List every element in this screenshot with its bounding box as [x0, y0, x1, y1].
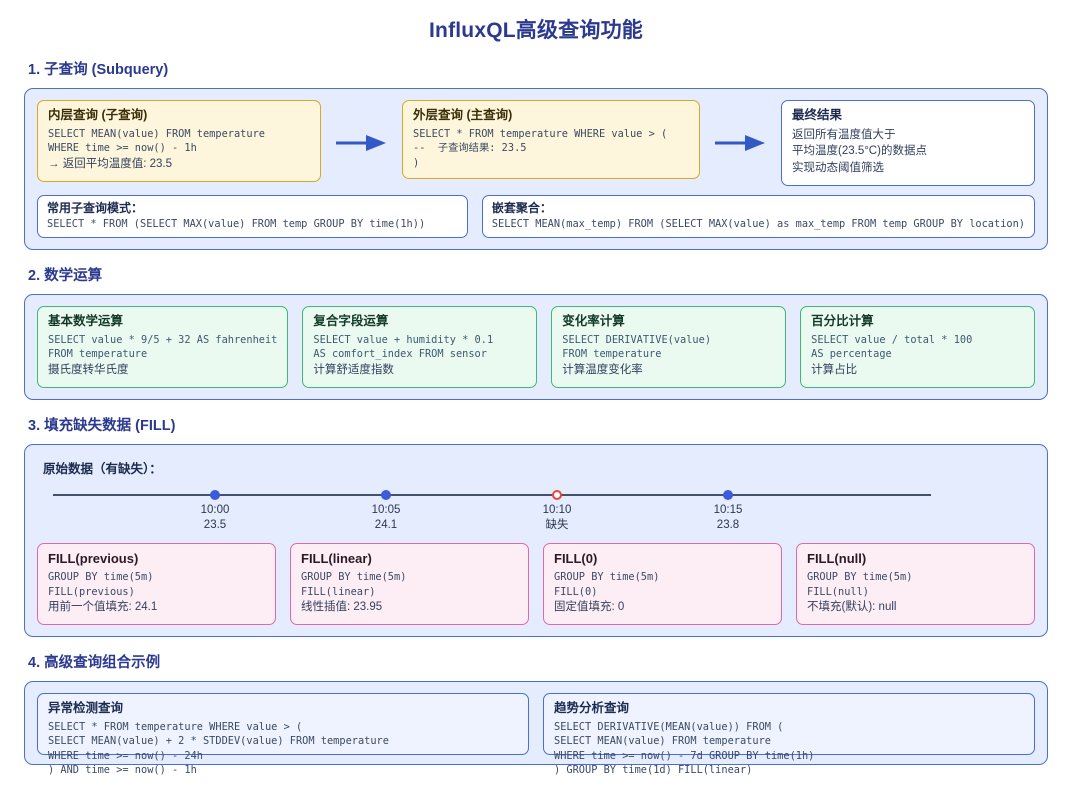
timeline-point-2[interactable]: 10:10 缺失 — [517, 483, 597, 534]
section-heading-fill: 3. 填充缺失数据 (FILL) — [28, 417, 176, 434]
fill-previous-code: GROUP BY time(5m) FILL(previous) — [48, 571, 154, 598]
fill-linear-title: FILL(linear) — [301, 550, 372, 566]
section-heading-math: 2. 数学运算 — [28, 268, 103, 285]
arrow-right-icon — [714, 134, 765, 151]
flow-arrow-2 — [700, 100, 781, 186]
fill-linear-code: GROUP BY time(5m) FILL(linear) — [301, 571, 407, 598]
fill-card-null[interactable]: FILL(null) GROUP BY time(5m) FILL(null) … — [796, 542, 1035, 625]
timeline-value-1: 24.1 — [374, 519, 398, 532]
timeline-time-3: 10:15 — [713, 503, 743, 516]
fill-linear-note: 线性插值: 23.95 — [301, 601, 383, 614]
flow-arrow-1 — [321, 100, 402, 186]
section-subquery: 1. 子查询 (Subquery) 内层查询 (子查询) SELECT MEAN… — [24, 58, 1048, 251]
math-card-derivative[interactable]: 变化率计算 SELECT DERIVATIVE(value) FROM temp… — [551, 306, 787, 388]
final-result-card[interactable]: 最终结果 返回所有温度值大于 平均温度(23.5°C)的数据点 实现动态阈值筛选 — [781, 100, 1035, 186]
math-basic-code: SELECT value * 9/5 + 32 AS fahrenheit FR… — [48, 333, 278, 361]
flow-node-outer: 外层查询 (主查询) SELECT * FROM temperature WHE… — [402, 100, 700, 186]
pattern-nested-title: 嵌套聚合： — [491, 200, 552, 215]
math-percentage-code: SELECT value / total * 100 AS percentage — [811, 333, 973, 361]
timeline-time-0: 10:00 — [200, 503, 230, 516]
outer-query-title: 外层查询 (主查询) — [413, 108, 513, 122]
math-basic-title: 基本数学运算 — [48, 314, 124, 329]
timeline-value-3: 23.8 — [716, 519, 740, 532]
page-title: InfluxQL高级查询功能 — [429, 19, 643, 42]
arrow-right-icon — [335, 134, 386, 151]
subquery-panel: 内层查询 (子查询) SELECT MEAN(value) FROM tempe… — [24, 88, 1048, 251]
math-composite-note: 计算舒适度指数 — [313, 364, 394, 377]
timeline-time-1: 10:05 — [371, 503, 401, 516]
advanced-panel: 异常检测查询 SELECT * FROM temperature WHERE v… — [24, 680, 1048, 776]
final-result-title: 最终结果 — [792, 108, 843, 122]
pattern-card-nested[interactable]: 嵌套聚合： SELECT MEAN(max_temp) FROM (SELECT… — [481, 194, 1035, 239]
advanced-trend-title: 趋势分析查询 — [554, 700, 630, 715]
flow-node-final: 最终结果 返回所有温度值大于 平均温度(23.5°C)的数据点 实现动态阈值筛选 — [781, 100, 1035, 186]
fill-zero-code: GROUP BY time(5m) FILL(0) — [554, 571, 660, 598]
math-composite-title: 复合字段运算 — [313, 314, 389, 329]
fill-previous-note: 用前一个值填充: 24.1 — [48, 601, 158, 614]
timeline-missing-dot-icon — [552, 489, 562, 500]
math-card-basic[interactable]: 基本数学运算 SELECT value * 9/5 + 32 AS fahren… — [37, 306, 289, 388]
timeline-dot-icon — [210, 489, 220, 500]
math-derivative-code: SELECT DERIVATIVE(value) FROM temperatur… — [562, 333, 712, 361]
timeline-dot-icon — [723, 489, 733, 500]
subquery-flow: 内层查询 (子查询) SELECT MEAN(value) FROM tempe… — [37, 100, 1035, 186]
inner-query-title: 内层查询 (子查询) — [48, 108, 148, 122]
advanced-card-row: 异常检测查询 SELECT * FROM temperature WHERE v… — [37, 692, 1035, 776]
timeline-time-2: 10:10 — [542, 503, 572, 516]
fill-panel: 原始数据（有缺失）： 10:00 23.5 10:05 24.1 10:10 缺… — [24, 443, 1048, 637]
math-basic-note: 摄氏度转华氏度 — [48, 364, 129, 377]
fill-card-linear[interactable]: FILL(linear) GROUP BY time(5m) FILL(line… — [290, 542, 529, 625]
timeline: 10:00 23.5 10:05 24.1 10:10 缺失 10:15 23. — [45, 483, 1027, 539]
raw-data-label: 原始数据（有缺失）： — [43, 461, 162, 476]
pattern-common-code: SELECT * FROM (SELECT MAX(value) FROM te… — [47, 217, 426, 230]
fill-zero-title: FILL(0) — [554, 550, 598, 566]
timeline-point-3[interactable]: 10:15 23.8 — [688, 483, 768, 534]
math-card-percentage[interactable]: 百分比计算 SELECT value / total * 100 AS perc… — [800, 306, 1035, 388]
advanced-card-anomaly[interactable]: 异常检测查询 SELECT * FROM temperature WHERE v… — [37, 692, 529, 776]
timeline-value-0: 23.5 — [203, 519, 227, 532]
pattern-card-common[interactable]: 常用子查询模式： SELECT * FROM (SELECT MAX(value… — [37, 194, 468, 239]
fill-zero-note: 固定值填充: 0 — [554, 601, 625, 614]
fill-null-code: GROUP BY time(5m) FILL(null) — [807, 571, 913, 598]
section-heading-subquery: 1. 子查询 (Subquery) — [28, 62, 169, 78]
math-card-composite[interactable]: 复合字段运算 SELECT value + humidity * 0.1 AS … — [302, 306, 538, 388]
section-math: 2. 数学运算 基本数学运算 SELECT value * 9/5 + 32 A… — [24, 264, 1048, 400]
timeline-axis — [53, 493, 931, 496]
math-percentage-note: 计算占比 — [811, 364, 858, 377]
final-result-note: 返回所有温度值大于 平均温度(23.5°C)的数据点 实现动态阈值筛选 — [792, 128, 927, 174]
pattern-common-title: 常用子查询模式： — [47, 200, 144, 215]
section-fill: 3. 填充缺失数据 (FILL) 原始数据（有缺失）： 10:00 23.5 1… — [24, 414, 1048, 637]
section-heading-advanced: 4. 高级查询组合示例 — [28, 654, 161, 671]
outer-query-code: SELECT * FROM temperature WHERE value > … — [413, 127, 668, 169]
section-advanced: 4. 高级查询组合示例 异常检测查询 SELECT * FROM tempera… — [24, 651, 1048, 776]
fill-previous-title: FILL(previous) — [48, 550, 139, 566]
advanced-trend-code: SELECT DERIVATIVE(MEAN(value)) FROM ( SE… — [554, 720, 815, 777]
fill-null-title: FILL(null) — [807, 550, 867, 566]
timeline-dot-icon — [381, 489, 391, 500]
fill-card-zero[interactable]: FILL(0) GROUP BY time(5m) FILL(0) 固定值填充:… — [543, 542, 782, 625]
advanced-anomaly-code: SELECT * FROM temperature WHERE value > … — [48, 720, 389, 777]
math-composite-code: SELECT value + humidity * 0.1 AS comfort… — [313, 333, 494, 361]
subquery-pattern-row: 常用子查询模式： SELECT * FROM (SELECT MAX(value… — [37, 194, 1035, 239]
math-panel: 基本数学运算 SELECT value * 9/5 + 32 AS fahren… — [24, 294, 1048, 400]
inner-query-code: SELECT MEAN(value) FROM temperature WHER… — [48, 127, 265, 155]
math-derivative-note: 计算温度变化率 — [562, 364, 643, 377]
timeline-value-2: 缺失 — [545, 519, 569, 532]
math-derivative-title: 变化率计算 — [562, 314, 625, 329]
outer-query-card[interactable]: 外层查询 (主查询) SELECT * FROM temperature WHE… — [402, 100, 700, 180]
advanced-card-trend[interactable]: 趋势分析查询 SELECT DERIVATIVE(MEAN(value)) FR… — [543, 692, 1035, 776]
fill-null-note: 不填充(默认): null — [807, 601, 897, 614]
fill-card-previous[interactable]: FILL(previous) GROUP BY time(5m) FILL(pr… — [37, 542, 276, 625]
advanced-anomaly-title: 异常检测查询 — [48, 700, 124, 715]
math-percentage-title: 百分比计算 — [811, 314, 874, 329]
flow-node-inner: 内层查询 (子查询) SELECT MEAN(value) FROM tempe… — [37, 100, 321, 186]
math-card-grid: 基本数学运算 SELECT value * 9/5 + 32 AS fahren… — [37, 306, 1035, 388]
fill-card-row: FILL(previous) GROUP BY time(5m) FILL(pr… — [37, 542, 1035, 625]
inner-query-note: → 返回平均温度值: 23.5 — [48, 157, 172, 170]
timeline-point-1[interactable]: 10:05 24.1 — [346, 483, 426, 534]
pattern-nested-code: SELECT MEAN(max_temp) FROM (SELECT MAX(v… — [491, 217, 1025, 230]
timeline-point-0[interactable]: 10:00 23.5 — [175, 483, 255, 534]
inner-query-card[interactable]: 内层查询 (子查询) SELECT MEAN(value) FROM tempe… — [37, 100, 321, 182]
